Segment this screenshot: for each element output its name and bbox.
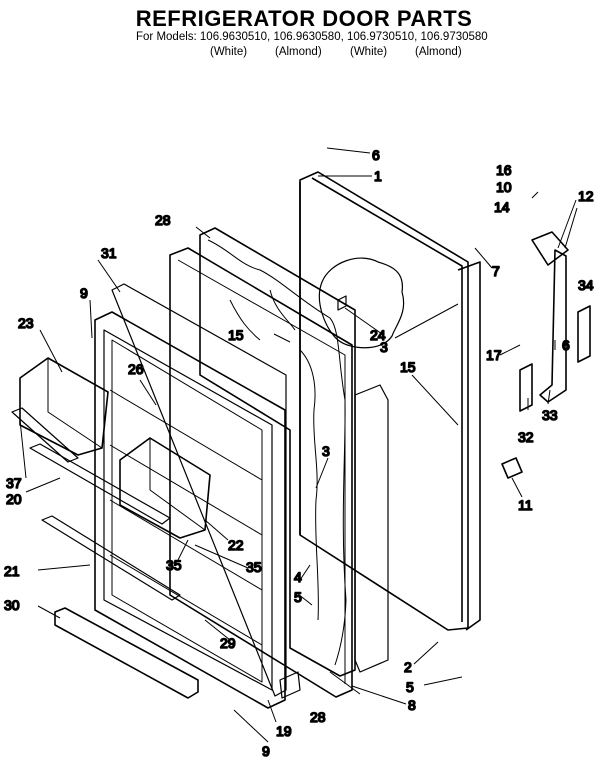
callout-31: 31 [101, 245, 117, 261]
callout-14: 14 [494, 199, 510, 215]
color-label-3: (White) [350, 46, 388, 58]
callout-15: 15 [228, 327, 244, 343]
callout-7: 7 [492, 263, 500, 279]
breaker-strip [111, 283, 287, 697]
callout-30: 30 [4, 597, 20, 613]
callout-9b: 9 [262, 743, 270, 759]
callout-29: 29 [220, 635, 236, 651]
callout-23: 23 [18, 315, 34, 331]
callout-3: 3 [380, 339, 388, 355]
hinge-plate-34 [577, 305, 591, 363]
callout-36: 35 [166, 557, 182, 573]
butter-compartment [119, 437, 211, 539]
color-label-2: (Almond) [275, 46, 322, 58]
page-title: REFRIGERATOR DOOR PARTS [135, 6, 473, 31]
callout-numbers: 6 1 16 10 12 14 28 7 31 34 9 23 24 15 3 … [3, 146, 594, 760]
callout-35: 35 [246, 559, 262, 575]
callout-20: 20 [6, 491, 22, 507]
breaker-strip-2 [279, 671, 301, 699]
callout-2: 2 [404, 659, 412, 675]
color-label-4: (Almond) [415, 46, 462, 58]
callout-22: 22 [228, 537, 244, 553]
callout-4: 4 [294, 569, 302, 585]
leader-lines [19, 147, 578, 743]
callout-8: 8 [408, 697, 416, 713]
callout-15b: 15 [400, 359, 416, 375]
callout-5: 5 [294, 589, 302, 605]
hinge-arm [539, 249, 567, 403]
callout-34: 34 [578, 277, 594, 293]
callout-1: 1 [374, 168, 382, 184]
callout-37: 37 [6, 475, 22, 491]
callout-16: 16 [496, 162, 512, 178]
callout-5b: 5 [406, 679, 414, 695]
callout-28: 28 [310, 709, 326, 725]
callout-24: 24 [370, 327, 386, 343]
bottom-shelf-30 [54, 607, 199, 699]
shelf-rail-20 [29, 443, 171, 525]
callout-9: 9 [80, 285, 88, 301]
callout-17: 17 [486, 347, 502, 363]
door-insulation-panel [199, 227, 356, 677]
callout-27: 28 [155, 212, 171, 228]
upper-hinge [531, 231, 569, 266]
callout-6b: 6 [562, 337, 570, 353]
shelf-rail-21 [41, 515, 181, 601]
outer-door-panel [299, 171, 481, 631]
shelf-rail-37 [11, 407, 79, 463]
callout-12: 12 [578, 188, 594, 204]
callout-3b: 3 [322, 443, 330, 459]
door-gasket [169, 247, 353, 698]
callout-10: 10 [496, 179, 512, 195]
callout-32: 32 [518, 429, 534, 445]
insulation-strip [354, 384, 389, 673]
model-numbers: For Models: 106.9630510, 106.9630580, 10… [136, 31, 488, 43]
color-label-1: (White) [210, 46, 248, 58]
hinge-bracket-32 [519, 363, 533, 412]
dairy-door [19, 357, 109, 456]
callout-11: 11 [518, 497, 533, 513]
handle-bracket-11 [501, 457, 523, 479]
callout-6: 6 [372, 147, 380, 163]
callout-33: 33 [542, 407, 558, 423]
callout-26: 26 [128, 361, 144, 377]
callout-21: 21 [4, 563, 20, 579]
callout-19: 19 [276, 723, 292, 739]
